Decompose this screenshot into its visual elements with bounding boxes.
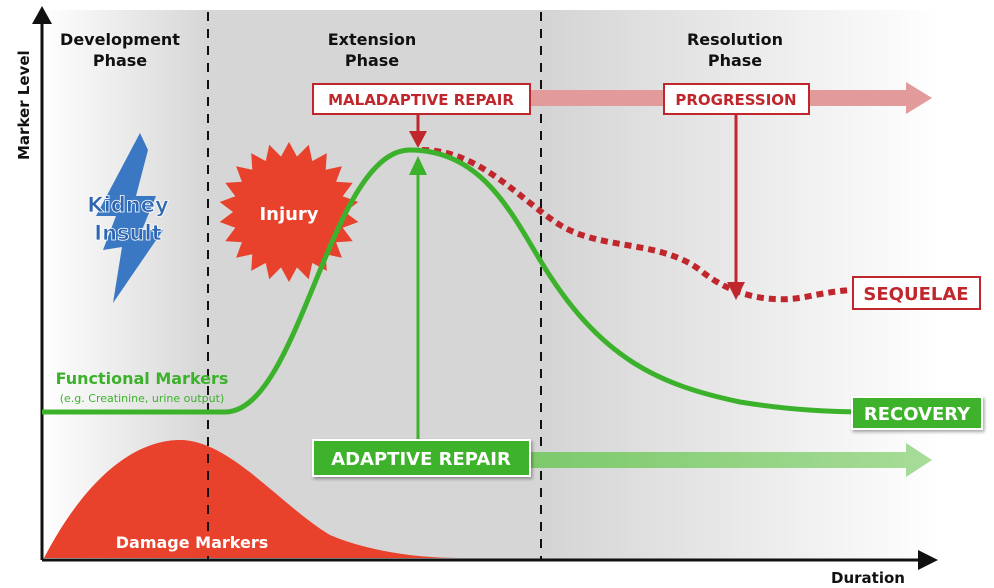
maladaptive-repair-label: MALADAPTIVE REPAIR (328, 91, 514, 109)
maladaptive-repair-box (312, 83, 531, 115)
phase-title-resolution: Resolution (687, 30, 783, 49)
injury-label: Injury (259, 204, 318, 225)
phase-title-extension: Extension (328, 30, 417, 49)
phase-subtitle-extension: Phase (345, 51, 399, 70)
kidney-insult-line2: Insult (94, 221, 161, 245)
x-axis-arrow-icon (918, 550, 938, 570)
progression-label: PROGRESSION (675, 91, 796, 109)
progression-box (663, 83, 810, 115)
adaptive-arrow-icon (530, 443, 932, 477)
recovery-label: RECOVERY (864, 404, 971, 425)
maladaptive-down-arrow-icon (409, 131, 427, 148)
y-axis-arrow-icon (32, 6, 52, 24)
maladaptive-curve (421, 147, 856, 303)
adaptive-repair-label: ADAPTIVE REPAIR (331, 449, 511, 470)
functional-markers-curve (42, 147, 871, 415)
progression-down-arrow-icon (727, 282, 745, 300)
damage-markers-label: Damage Markers (116, 533, 269, 552)
sequelae-label: SEQUELAE (863, 284, 968, 305)
phase-title-development: Development (60, 30, 180, 49)
recovery-box (851, 396, 983, 430)
functional-markers-sublabel: (e.g. Creatinine, urine output) (60, 392, 225, 405)
y-axis-label: Marker Level (15, 50, 33, 160)
injury-starburst-icon (219, 142, 359, 282)
phase-subtitle-development: Phase (93, 51, 147, 70)
adaptive-up-arrow-icon (409, 156, 427, 175)
x-axis-label: Duration (831, 569, 905, 587)
phase-subtitle-resolution: Phase (708, 51, 762, 70)
functional-markers-label: Functional Markers (56, 369, 229, 388)
kidney-insult-line1: Kidney (87, 193, 169, 217)
damage-markers-curve (44, 440, 460, 558)
adaptive-repair-box (312, 439, 531, 477)
sequelae-box (852, 276, 981, 310)
lightning-bolt-icon (96, 133, 163, 303)
